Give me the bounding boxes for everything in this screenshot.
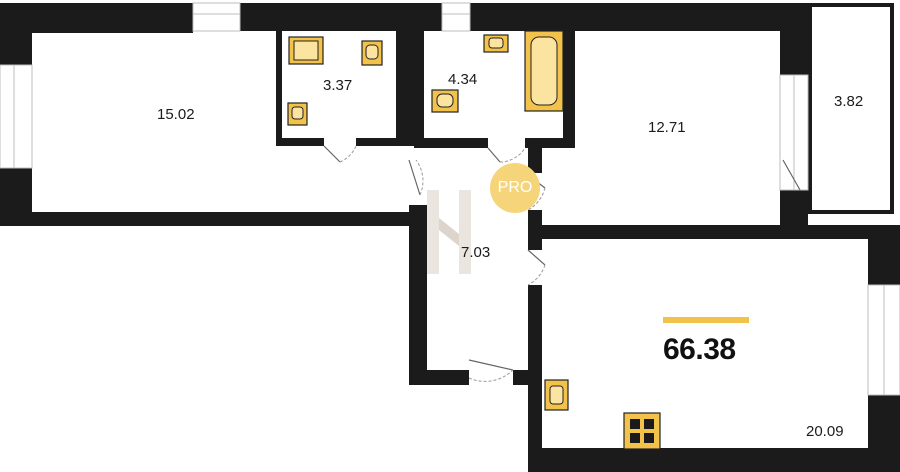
fixtures	[287, 30, 661, 450]
room-living-left-area: 15.02	[157, 106, 195, 123]
logo-watermark-icon	[427, 190, 471, 274]
total-area: 66.38	[663, 333, 736, 366]
room-kitchen-area: 20.09	[806, 423, 844, 440]
total-area-accent-bar	[663, 317, 749, 323]
pro-badge: PRO	[490, 163, 540, 213]
windows	[0, 2, 900, 396]
room-bathroom-small-area: 3.37	[323, 77, 353, 94]
room-bedroom-area: 12.71	[648, 119, 686, 136]
walls	[0, 3, 900, 472]
room-balcony-area: 3.82	[834, 93, 864, 110]
room-hallway-area: 7.03	[461, 244, 491, 261]
stove-icon	[623, 412, 661, 450]
room-bathroom-area: 4.34	[448, 71, 478, 88]
